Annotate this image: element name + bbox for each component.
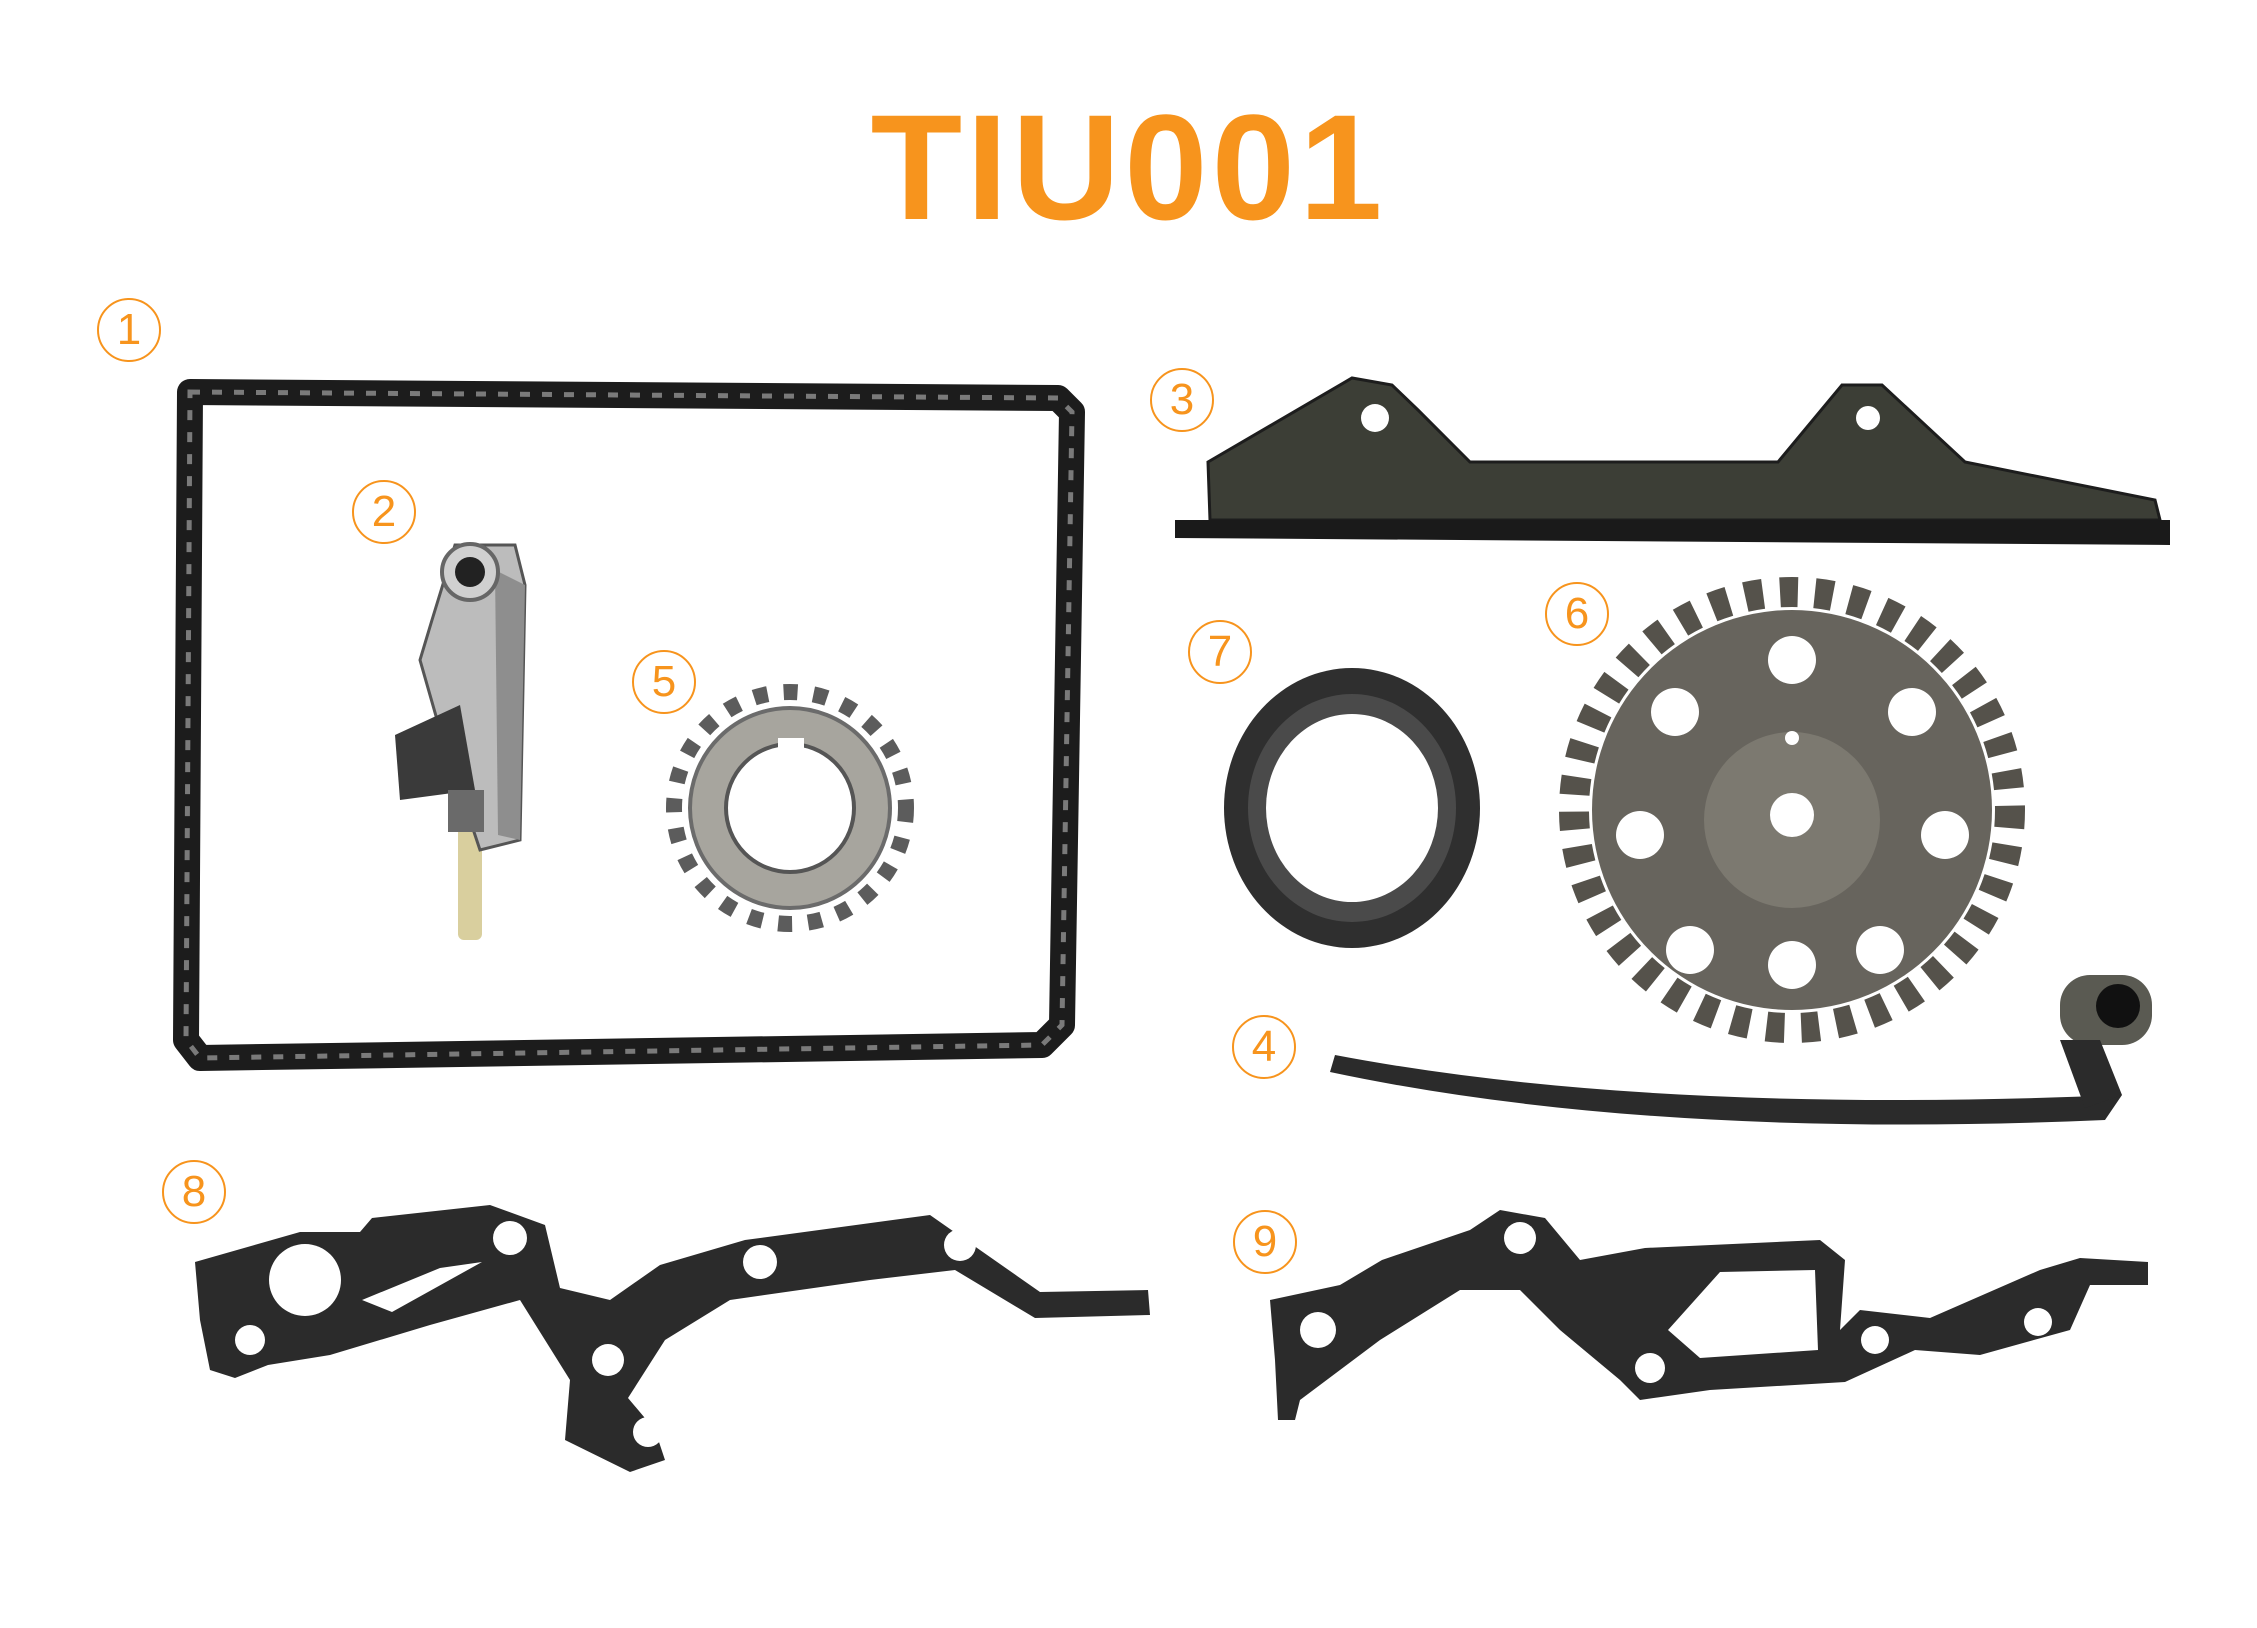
part-number-badge-6: 6 <box>1545 582 1609 646</box>
oil-seal-image <box>1224 668 1480 948</box>
gasket-9-image <box>1270 1210 2148 1420</box>
part-number-badge-1: 1 <box>97 298 161 362</box>
timing-chain-image <box>173 379 1085 1071</box>
chain-guide-image <box>1175 376 2170 545</box>
camshaft-sprocket-image <box>1559 577 2025 1043</box>
chain-tensioner-image <box>395 542 527 940</box>
part-number-badge-3: 3 <box>1150 368 1214 432</box>
crankshaft-sprocket-image <box>666 684 914 932</box>
gasket-8-image <box>195 1205 1150 1472</box>
part-number-badge-8: 8 <box>162 1160 226 1224</box>
part-number-badge-4: 4 <box>1232 1015 1296 1079</box>
part-number-badge-5: 5 <box>632 650 696 714</box>
part-number-badge-7: 7 <box>1188 620 1252 684</box>
part-number-badge-9: 9 <box>1233 1210 1297 1274</box>
tensioner-rail-image <box>1330 975 2152 1125</box>
part-number-badge-2: 2 <box>352 480 416 544</box>
kit-title: TIU001 <box>870 83 1387 251</box>
